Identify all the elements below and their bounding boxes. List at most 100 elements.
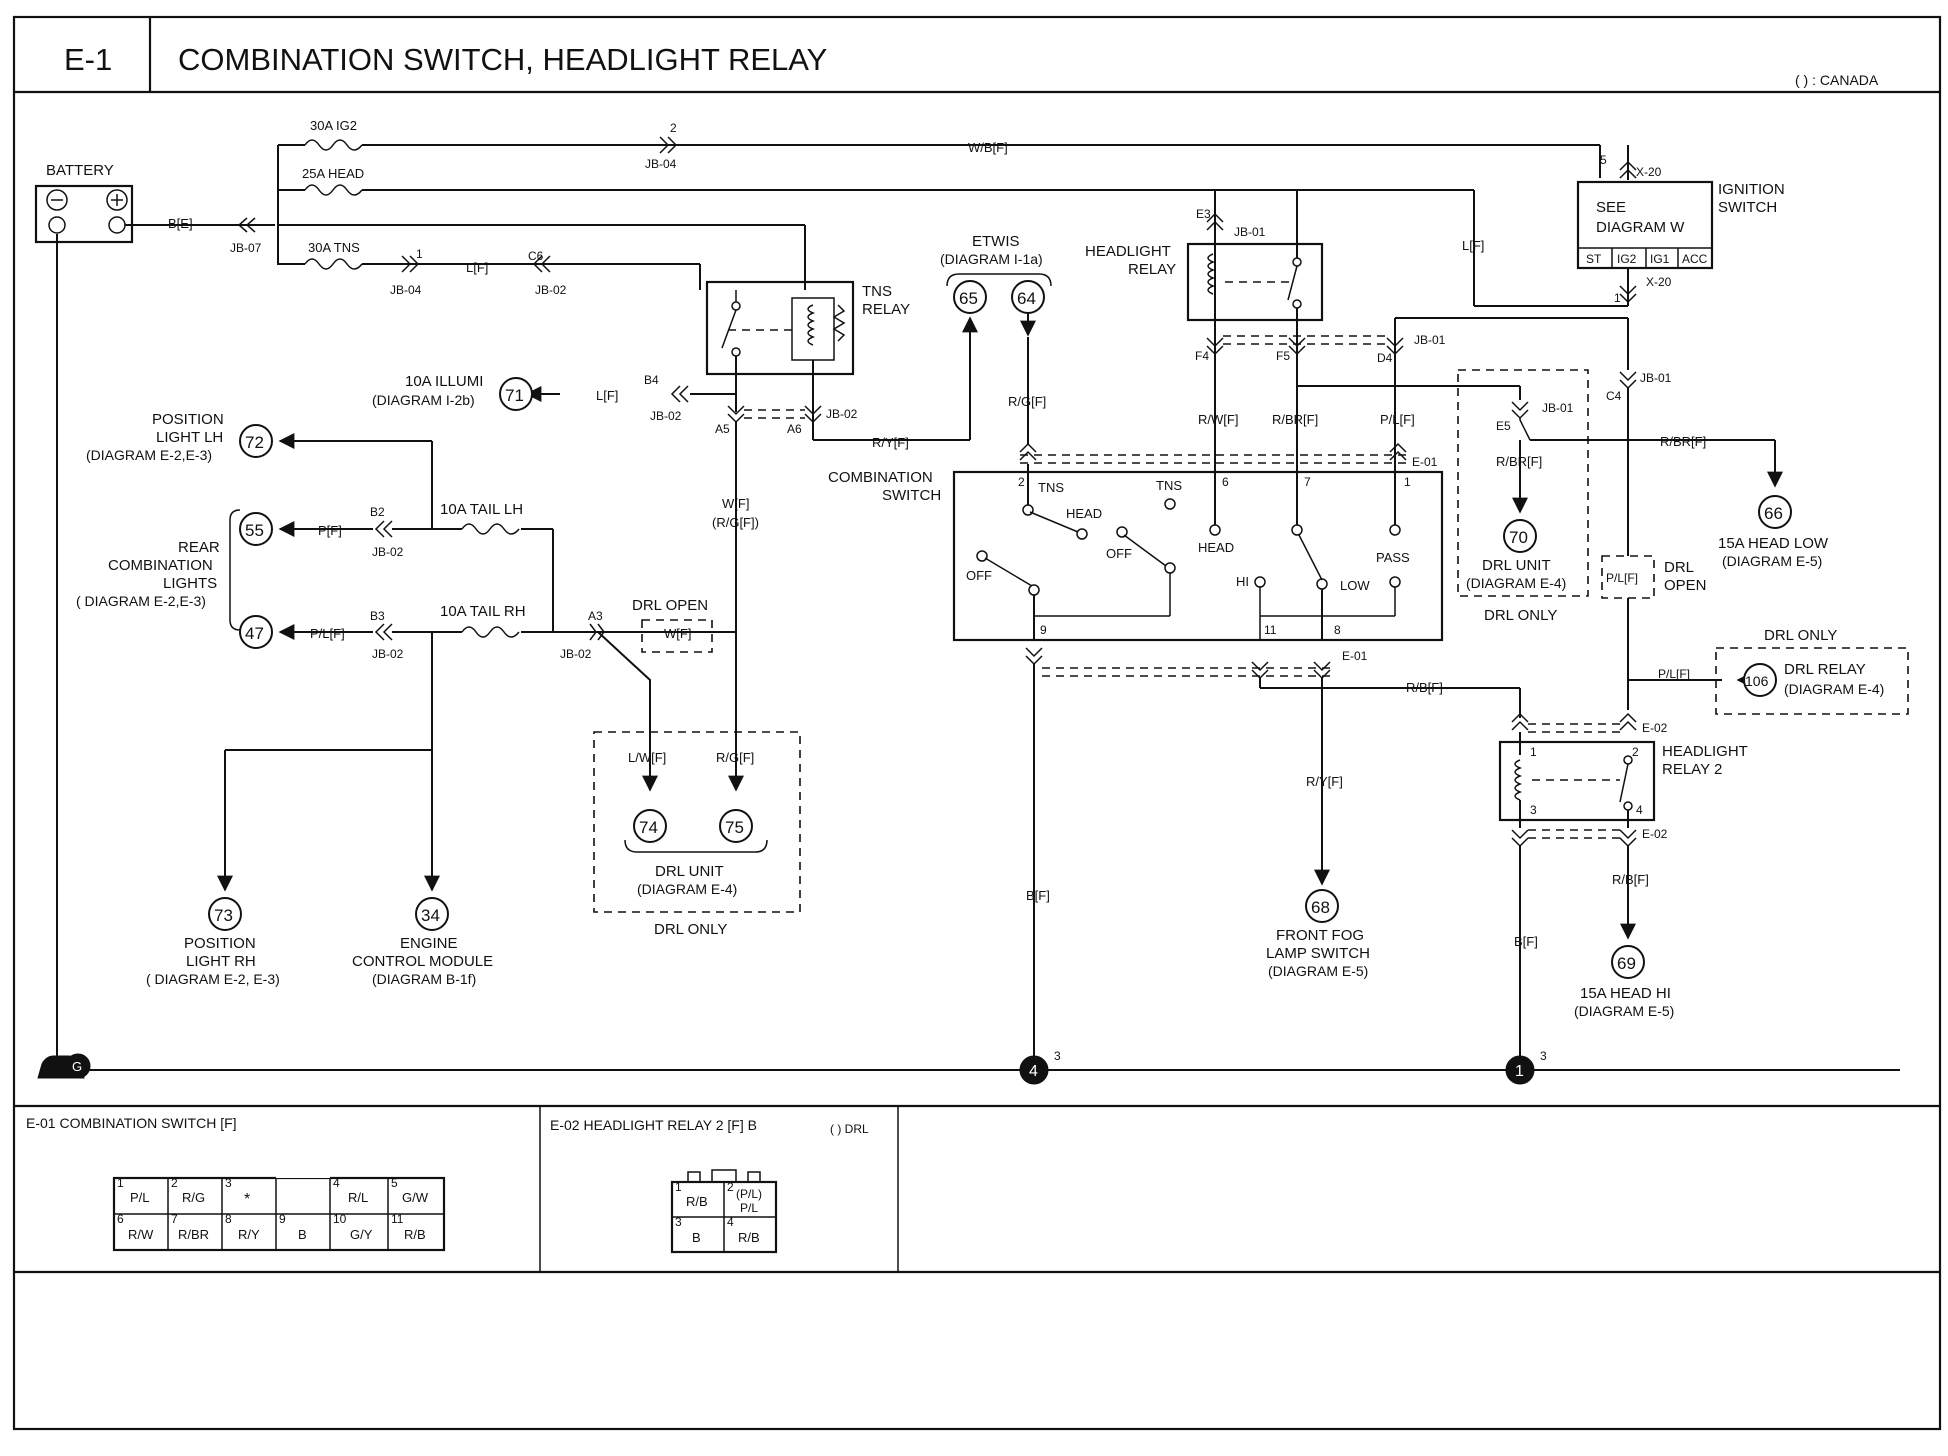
e01-pin-num: 6 xyxy=(117,1212,124,1226)
ref-circle-68 xyxy=(1305,889,1339,923)
pos-rh-label-2: LIGHT RH xyxy=(186,953,256,970)
wire-label-bf2: B[F] xyxy=(1514,934,1538,949)
ign-pin-1: 1 xyxy=(1614,291,1621,305)
wire-label-rg-paren: (R/G[F]) xyxy=(712,515,759,530)
e01-pin-color: G/W xyxy=(402,1190,429,1205)
cs-pin-2: 2 xyxy=(1018,475,1025,489)
connector-jb02-d: JB-02 xyxy=(372,545,404,559)
drl-open-box-left xyxy=(641,619,713,653)
e02-pin-color: B xyxy=(692,1230,701,1245)
page-frame xyxy=(12,15,1942,1431)
rear-label-2: COMBINATION xyxy=(108,557,213,574)
pos-lh-ref: (DIAGRAM E-2,E-3) xyxy=(86,447,212,463)
connector-jb01-b: JB-01 xyxy=(1414,333,1446,347)
cs-head2-label: HEAD xyxy=(1198,540,1234,555)
wire-label-p: P[F] xyxy=(318,523,342,538)
wire-label-rw: R/W[F] xyxy=(1198,412,1238,427)
ref-circle-55 xyxy=(239,512,273,546)
connector-pin-1: 1 xyxy=(416,247,423,261)
wire-label-rbr3: R/BR[F] xyxy=(1660,434,1706,449)
rear-ref: ( DIAGRAM E-2,E-3) xyxy=(76,593,206,609)
ground-4: 4 xyxy=(1029,1063,1038,1080)
tns-relay-label: TNS xyxy=(862,283,892,300)
cs-low-label: LOW xyxy=(1340,578,1370,593)
wire-label-rb: R/B[F] xyxy=(1406,680,1443,695)
e01-pin-color: G/Y xyxy=(350,1227,373,1242)
drl-unit-label-left: DRL UNIT xyxy=(655,863,724,880)
ignition-switch-label: IGNITION xyxy=(1718,181,1785,198)
wire-label-l-b: L[F] xyxy=(1462,238,1484,253)
cs-hi-label: HI xyxy=(1236,574,1249,589)
connector-symbols xyxy=(237,136,678,273)
ref-circle-106 xyxy=(1743,663,1777,697)
connector-jb02-a: JB-02 xyxy=(535,283,567,297)
connector-jb02-f: JB-02 xyxy=(560,647,592,661)
ref-circle-70 xyxy=(1503,519,1537,553)
e01-pin-color: P/L xyxy=(130,1190,150,1205)
wire-label-pl3: P/L[F] xyxy=(1658,667,1690,681)
cs-pin-6: 6 xyxy=(1222,475,1229,489)
connector-e02-b: E-02 xyxy=(1642,827,1668,841)
fog-ref: (DIAGRAM E-5) xyxy=(1268,963,1368,979)
illumi-ref: (DIAGRAM I-2b) xyxy=(372,392,475,408)
cs-off-label: OFF xyxy=(966,568,992,583)
e01-pin-num: 3 xyxy=(225,1176,232,1190)
combination-switch-symbol xyxy=(952,235,1444,642)
wire-label-lw: L/W[F] xyxy=(628,750,666,765)
pos-lh-label-1: POSITION xyxy=(152,411,224,428)
connector-jb04-b: JB-04 xyxy=(390,283,422,297)
diagram-code: E-1 xyxy=(64,42,112,77)
head-hi-ref: (DIAGRAM E-5) xyxy=(1574,1003,1674,1019)
ref-64: 64 xyxy=(1017,289,1036,308)
e02-pin-num: 3 xyxy=(675,1215,682,1229)
connector-e3: E3 xyxy=(1196,207,1211,221)
connector-jb01-d: JB-01 xyxy=(1640,371,1672,385)
e01-pin-num: 5 xyxy=(391,1176,398,1190)
e02-pin-color: (P/L) xyxy=(736,1187,762,1201)
e01-pin-num: 10 xyxy=(333,1212,347,1226)
page-title: COMBINATION SWITCH, HEADLIGHT RELAY xyxy=(178,42,827,77)
wire-label-pl: P/L[F] xyxy=(310,626,345,641)
ecm-label-1: ENGINE xyxy=(400,935,458,952)
ground-1-sup: 3 xyxy=(1540,1049,1547,1063)
wire-label-ry2: R/Y[F] xyxy=(1306,774,1343,789)
battery-symbol xyxy=(34,184,134,244)
connector-e01-a: E-01 xyxy=(1412,455,1438,469)
combination-switch-label: COMBINATION xyxy=(828,469,933,486)
e02-pin-color: R/B xyxy=(686,1194,708,1209)
e02-pin-num: 2 xyxy=(727,1180,734,1194)
ignition-switch-symbol xyxy=(1576,145,1714,306)
ref-65: 65 xyxy=(959,289,978,308)
pos-lh-label-2: LIGHT LH xyxy=(156,429,223,446)
cs-tns-label: TNS xyxy=(1038,480,1064,495)
connector-b2: B2 xyxy=(370,505,385,519)
drl-relay-box xyxy=(1715,647,1909,715)
connector-a6: A6 xyxy=(787,422,802,436)
connector-jb02-c: JB-02 xyxy=(650,409,682,423)
cs-pin-9: 9 xyxy=(1040,623,1047,637)
connector-a5: A5 xyxy=(715,422,730,436)
e01-pin-color: * xyxy=(244,1191,250,1208)
ign-acc: ACC xyxy=(1682,252,1708,266)
connector-x20-b: X-20 xyxy=(1646,275,1672,289)
e01-pin-color: R/Y xyxy=(238,1227,260,1242)
ref-55: 55 xyxy=(245,521,264,540)
tns-output-connectors xyxy=(525,316,978,632)
wire-label-ry: R/Y[F] xyxy=(872,435,909,450)
ref-circle-47 xyxy=(239,615,273,649)
cs-pin-11: 11 xyxy=(1264,623,1277,637)
fuse-symbols xyxy=(304,139,520,638)
ref-34: 34 xyxy=(421,906,440,925)
wire-label-bf: B[F] xyxy=(1026,888,1050,903)
connector-f4: F4 xyxy=(1195,349,1209,363)
connector-c4: C4 xyxy=(1606,389,1622,403)
ref-73: 73 xyxy=(214,906,233,925)
fuse-30a-ig2: 30A IG2 xyxy=(310,118,357,133)
connector-e01-b: E-01 xyxy=(1342,649,1368,663)
headlight-relay-symbol xyxy=(1186,190,1628,387)
combination-switch-output xyxy=(1025,647,1521,1065)
connector-c6: C6 xyxy=(528,249,544,263)
e02-pin-num: 1 xyxy=(675,1180,682,1194)
connector-jb02-e: JB-02 xyxy=(372,647,404,661)
